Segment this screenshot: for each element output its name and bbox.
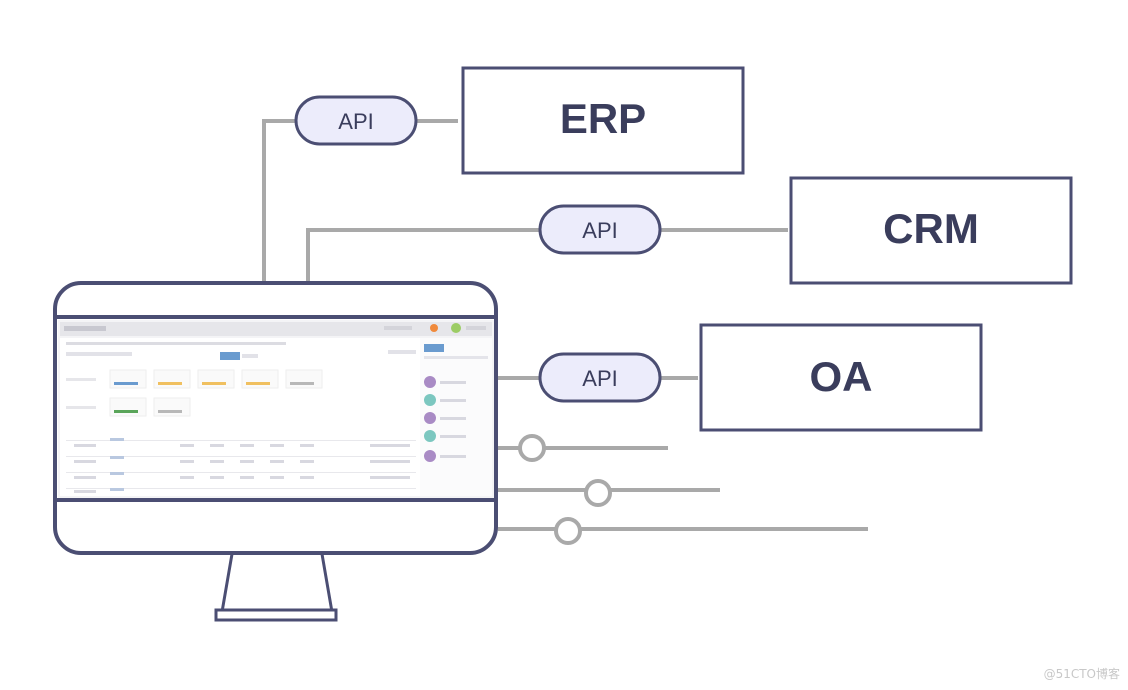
avatar (424, 430, 436, 442)
api-label: API (582, 366, 617, 391)
monitor-icon (53, 281, 498, 622)
connector-lines (262, 119, 788, 380)
api-pill-crm: API (538, 204, 662, 255)
screen-content (58, 320, 494, 498)
watermark: @51CTO博客 (1043, 667, 1120, 681)
monitor-base (214, 608, 338, 622)
slider-knob-icon (518, 434, 546, 462)
system-label: ERP (560, 95, 646, 142)
system-oa: OA (699, 323, 983, 432)
slider-knob-icon (554, 517, 582, 545)
system-label: CRM (883, 205, 979, 252)
avatar (424, 394, 436, 406)
avatar (424, 450, 436, 462)
avatar (424, 376, 436, 388)
status-dot-green (451, 323, 461, 333)
api-label: API (338, 109, 373, 134)
slider-group (498, 434, 868, 545)
connector-erp (262, 119, 296, 282)
system-box (461, 66, 745, 175)
connector-crm (306, 228, 540, 282)
api-pill-erp: API (294, 95, 418, 146)
status-dot-orange (430, 324, 438, 332)
system-label: OA (810, 353, 873, 400)
system-box (699, 323, 983, 432)
system-box (789, 176, 1073, 285)
api-label: API (582, 218, 617, 243)
api-pill-oa: API (538, 352, 662, 403)
system-erp: ERP (461, 66, 745, 175)
slider-knob-icon (584, 479, 612, 507)
system-crm: CRM (789, 176, 1073, 285)
monitor-stand (220, 553, 334, 614)
avatar (424, 412, 436, 424)
